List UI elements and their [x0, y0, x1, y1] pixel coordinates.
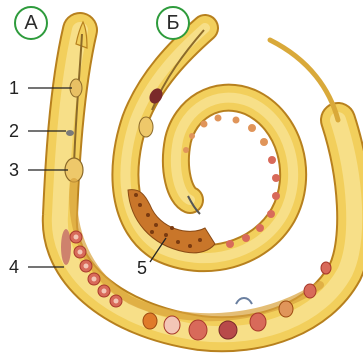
callout-3: 3 — [9, 161, 19, 179]
female-excretory-pore — [66, 130, 74, 136]
callout-5: 5 — [137, 259, 147, 277]
callout-4: 4 — [9, 258, 19, 276]
panel-label-a: А — [14, 6, 48, 40]
female-worm-icon — [60, 22, 354, 340]
female-vulva — [236, 298, 252, 304]
panel-label-b: Б — [156, 6, 190, 40]
callout-1: 1 — [9, 79, 19, 97]
male-worm-icon — [125, 28, 293, 258]
callout-2: 2 — [9, 122, 19, 140]
male-esophageal-bulb — [139, 117, 153, 137]
